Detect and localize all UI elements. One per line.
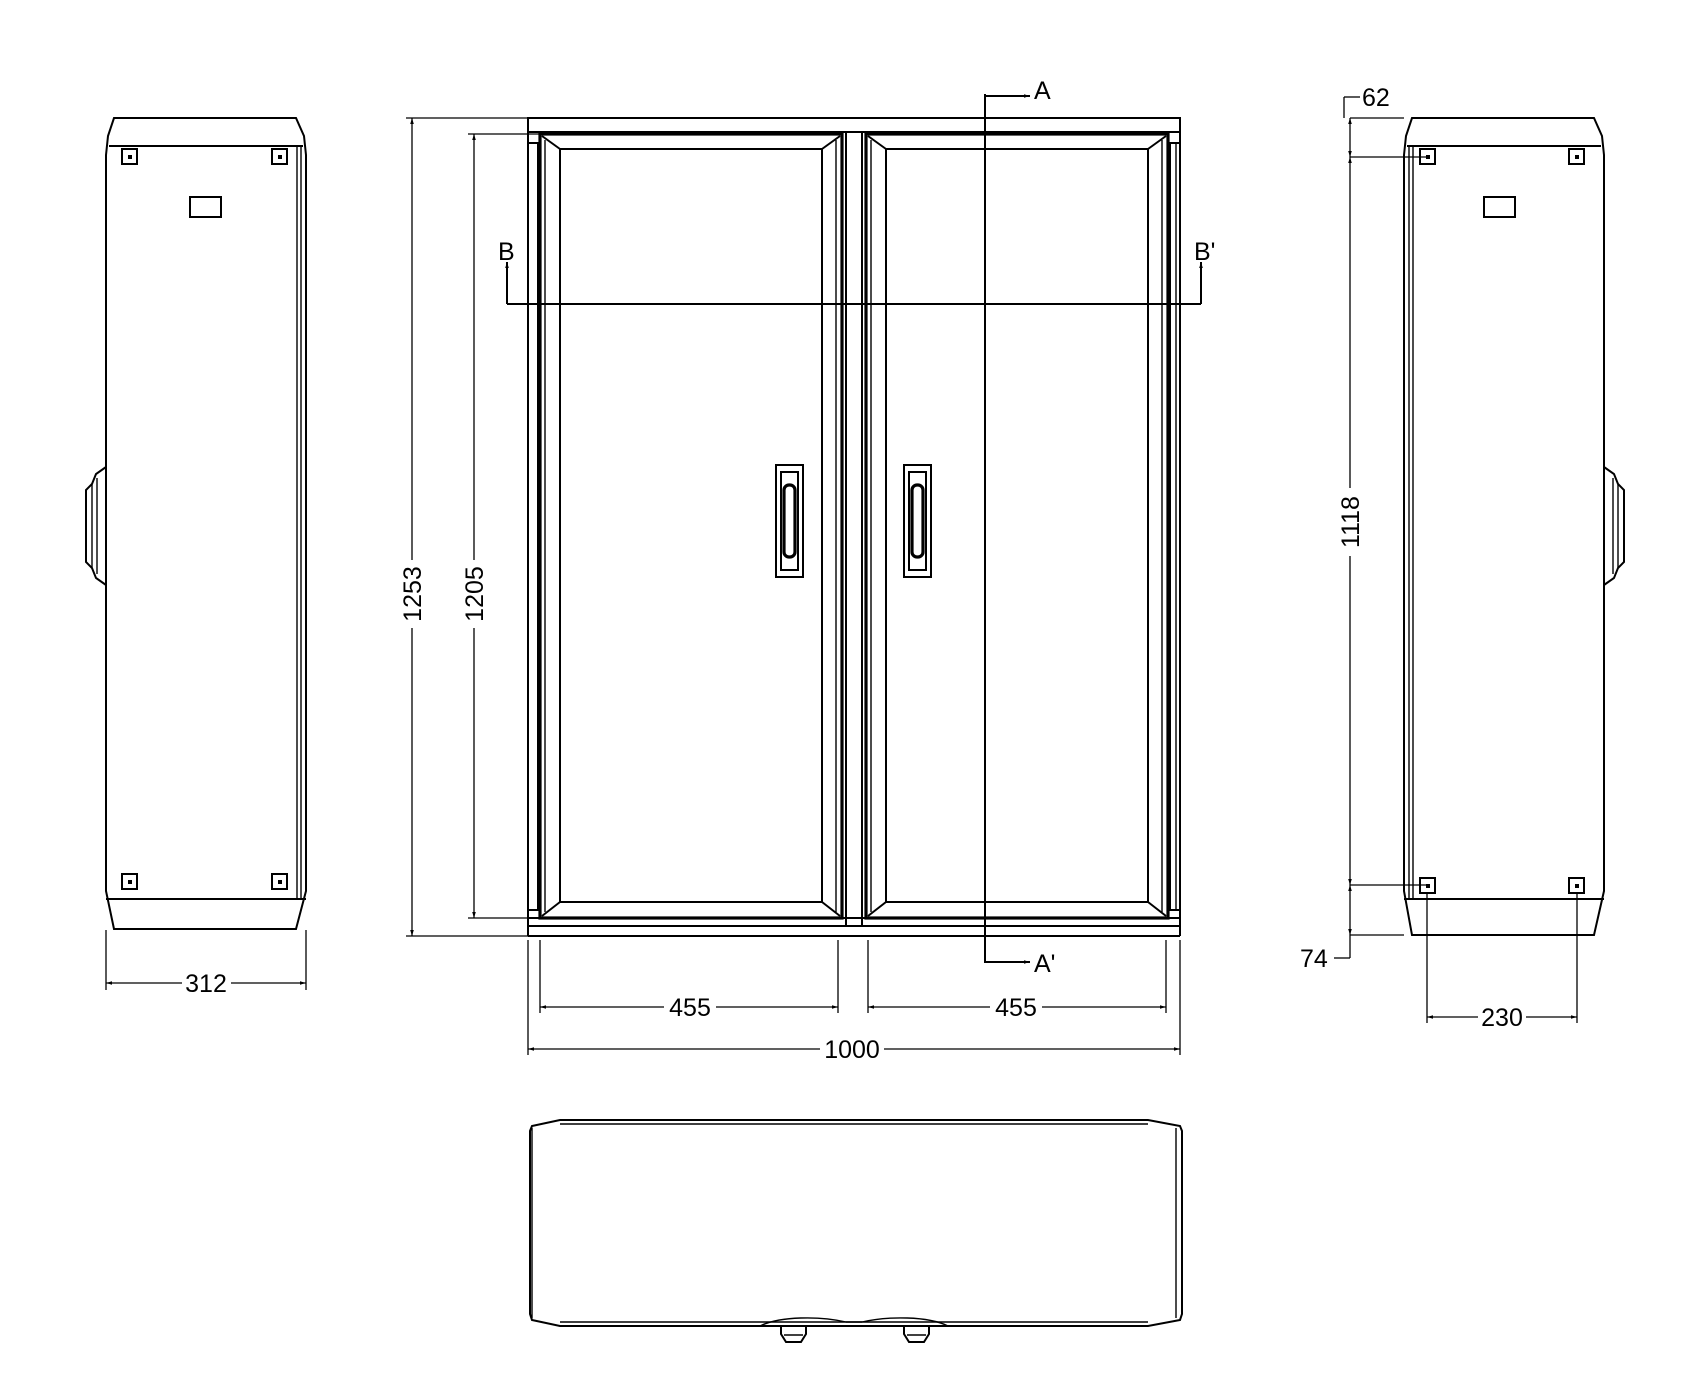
dim-1253-label: 1253 — [399, 566, 427, 622]
dimension-right-door-width: 455 — [867, 940, 1167, 1022]
dim-455-right-label: 455 — [995, 994, 1037, 1022]
front-view: A A' B B' 1253 1205 — [399, 77, 1215, 1064]
dimension-left-door-width: 455 — [539, 940, 839, 1022]
dimension-top-offset: 62 — [1343, 84, 1427, 158]
side-handle-icon — [85, 466, 107, 586]
dimension-overall-height: 1253 — [399, 117, 528, 937]
section-b-prime-label: B' — [1194, 238, 1215, 266]
dim-230-label: 230 — [1481, 1004, 1523, 1032]
section-a-label: A — [1034, 77, 1051, 105]
side-handle-icon — [1603, 466, 1625, 586]
section-b-label: B — [498, 238, 515, 266]
section-line-a: A A' — [984, 77, 1055, 978]
dimension-bottom-offset: 74 — [1300, 885, 1404, 973]
dim-312-label: 312 — [185, 970, 227, 998]
right-door — [864, 132, 1170, 920]
right-side-view: 62 1118 74 230 — [1300, 84, 1625, 1032]
dim-1205-label: 1205 — [461, 566, 489, 622]
dim-455-left-label: 455 — [669, 994, 711, 1022]
bottom-view — [529, 1119, 1183, 1343]
left-door — [538, 132, 844, 920]
door-handle-icon — [903, 464, 932, 578]
dimension-hole-spacing-horizontal: 230 — [1426, 893, 1578, 1032]
label-plate-icon — [189, 196, 222, 218]
dim-74-label: 74 — [1300, 945, 1328, 973]
dimension-hole-spacing-vertical: 1118 — [1337, 157, 1427, 886]
section-line-b: B B' — [498, 238, 1215, 305]
mounting-hole-icon — [121, 148, 288, 890]
dim-1000-label: 1000 — [824, 1036, 880, 1064]
dimension-width-left: 312 — [105, 930, 307, 998]
left-side-view: 312 — [85, 117, 307, 998]
foot-icon — [780, 1326, 807, 1343]
foot-icon — [903, 1326, 930, 1343]
dim-1118-label: 1118 — [1337, 496, 1365, 548]
label-plate-icon — [1483, 196, 1516, 218]
section-a-prime-label: A' — [1034, 950, 1055, 978]
dimension-door-height: 1205 — [461, 133, 540, 919]
door-handle-icon — [775, 464, 804, 578]
mounting-hole-icon — [1419, 148, 1585, 894]
dim-62-label: 62 — [1362, 84, 1390, 112]
dimension-overall-width: 1000 — [527, 940, 1181, 1064]
